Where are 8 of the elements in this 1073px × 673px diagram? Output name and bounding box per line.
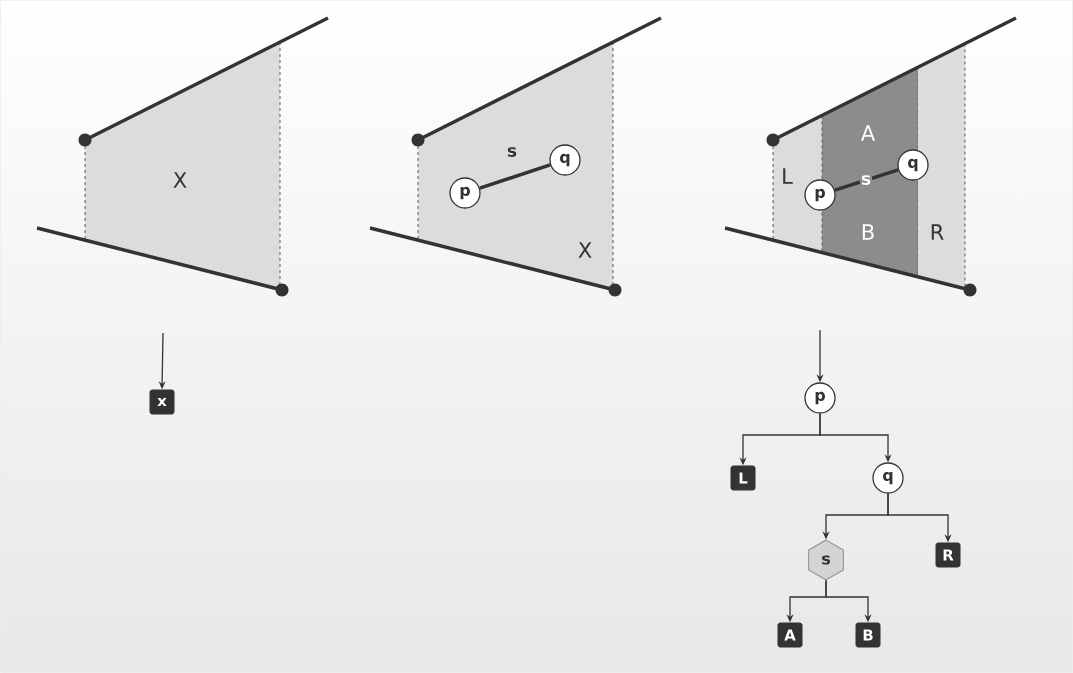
node-label: B bbox=[862, 224, 874, 240]
segment bbox=[834, 168, 899, 192]
trapezoid-region: X bbox=[84, 41, 281, 290]
segment-hexagon: s bbox=[808, 539, 844, 581]
node-label: A bbox=[860, 125, 876, 141]
edge-label: s bbox=[859, 174, 873, 186]
edge-label: s bbox=[507, 147, 517, 157]
segment bbox=[479, 163, 551, 190]
